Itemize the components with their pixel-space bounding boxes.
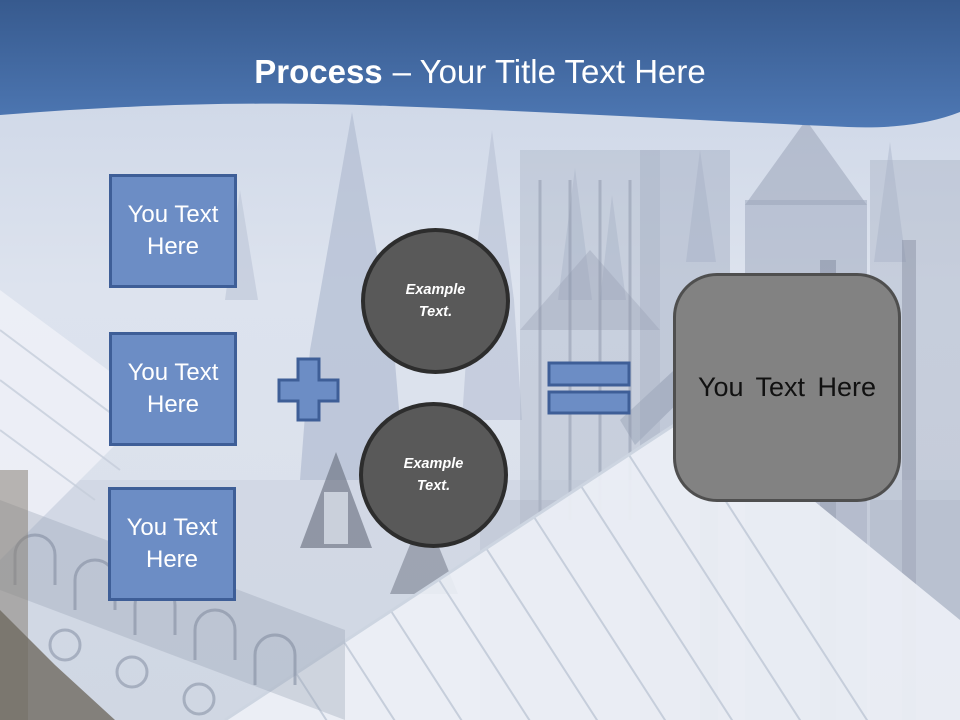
roof-rib <box>580 485 734 720</box>
process-box-label: You Text Here <box>126 514 218 573</box>
process-box-3: You Text Here <box>108 487 236 601</box>
result-label: You Text Here <box>697 372 877 402</box>
roof-rib <box>533 516 667 720</box>
oculus <box>48 628 82 662</box>
oculus <box>115 655 149 689</box>
equals-icon <box>547 361 631 415</box>
roof-ridge <box>224 406 701 720</box>
example-circle-1: Example Text. <box>361 228 510 374</box>
title-regular-text: – Your Title Text Here <box>392 53 706 90</box>
arch <box>253 633 297 685</box>
process-box-label: You Text Here <box>127 359 219 418</box>
dark-corner <box>0 610 115 720</box>
roof-rib <box>485 547 599 720</box>
circle-label: Example Text. <box>405 281 466 320</box>
dormer <box>390 510 458 594</box>
plus-shape <box>277 357 340 422</box>
facade-gable <box>520 250 660 330</box>
arcade-band <box>0 500 345 720</box>
result-box: You Text Here <box>673 273 901 502</box>
header-wave-shape <box>0 0 960 128</box>
process-box-1: You Text Here <box>109 174 237 288</box>
title-bold-text: Process <box>254 53 383 90</box>
plus-icon <box>277 357 340 422</box>
tower-gable <box>745 120 867 205</box>
roof-rib <box>438 579 531 720</box>
roof-rib <box>0 379 121 471</box>
oculus <box>182 682 216 716</box>
process-box-label: You Text Here <box>127 201 219 260</box>
page-title: Process– Your Title Text Here <box>0 53 960 90</box>
roof-rib <box>628 454 802 720</box>
equals-bar-bottom <box>547 390 631 415</box>
equals-bar-top <box>547 361 631 387</box>
pinnacle <box>874 142 906 262</box>
pinnacle <box>558 168 592 300</box>
roof-rib <box>390 610 463 720</box>
dormer-window <box>324 492 348 544</box>
example-circle-2: Example Text. <box>359 402 508 548</box>
process-box-2: You Text Here <box>109 332 237 446</box>
roof-rib <box>0 429 96 501</box>
roof-rib <box>343 641 396 720</box>
arch <box>193 608 237 660</box>
roof-left <box>0 290 155 560</box>
pinnacle <box>600 195 626 300</box>
header-band <box>0 0 960 128</box>
circle-label: Example Text. <box>403 455 464 494</box>
